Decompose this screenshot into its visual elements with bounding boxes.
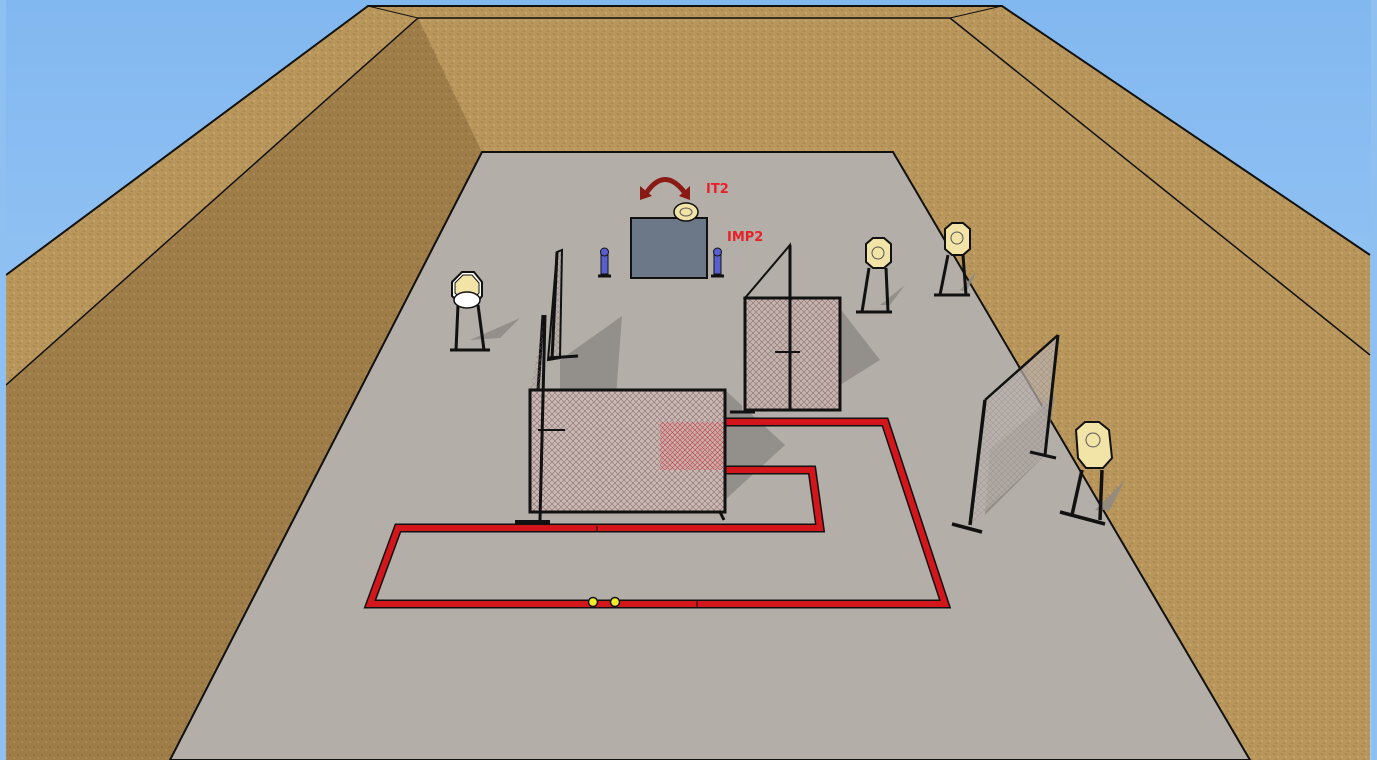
target-it2 xyxy=(674,203,698,221)
label-it2: IT2 xyxy=(706,182,729,197)
label-imp2: IMP2 xyxy=(727,230,763,245)
back-barricade xyxy=(631,218,707,278)
frame-right xyxy=(1371,0,1377,760)
frame-left xyxy=(0,0,6,760)
